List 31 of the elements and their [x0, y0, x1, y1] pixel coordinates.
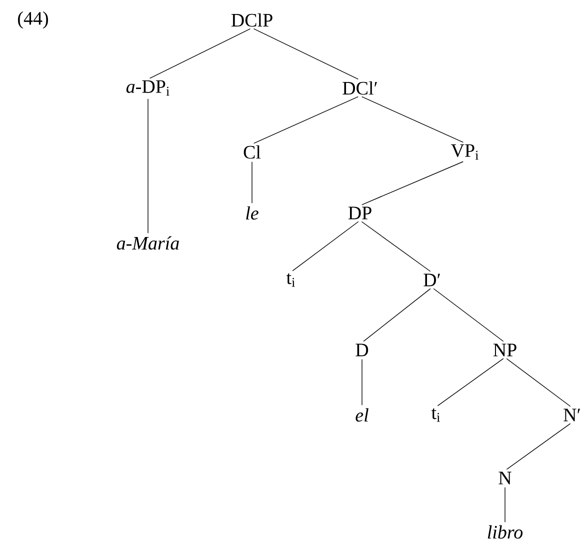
- example-number: (44): [18, 11, 48, 29]
- category-label: Cl: [244, 145, 261, 159]
- tree-branch: [504, 487, 506, 522]
- category-label: N′: [564, 408, 580, 422]
- tree-branch: [506, 358, 571, 407]
- category-label: NP: [493, 344, 516, 356]
- leaf-word: libro: [488, 525, 523, 539]
- leaf-word: le: [246, 206, 258, 220]
- tree-branch: [363, 288, 431, 342]
- category-label: DP: [348, 206, 372, 220]
- tree-branch: [361, 161, 464, 206]
- category-label: D: [356, 344, 368, 356]
- tree-branch: [253, 96, 359, 144]
- category-label: a-DP$_{i}$: [126, 80, 170, 96]
- leaf-word: a-María: [116, 236, 179, 250]
- category-label: D′: [424, 274, 440, 286]
- leaf-word: el: [356, 408, 368, 422]
- category-label: t$_{i}$: [286, 273, 295, 287]
- category-label: DClP: [231, 13, 272, 27]
- tree-branch: [149, 28, 251, 79]
- tree-branch: [433, 288, 504, 342]
- tree-branch: [253, 28, 359, 80]
- category-label: t$_{i}$: [431, 408, 440, 422]
- category-label: VP$_{i}$: [450, 144, 478, 160]
- tree-branch: [361, 221, 431, 272]
- tree-branch: [506, 423, 571, 470]
- tree-branch: [361, 96, 464, 143]
- category-label: N: [498, 472, 512, 484]
- tree-branch: [437, 358, 504, 406]
- category-label: DCl′: [342, 81, 377, 95]
- tree-branch: [292, 221, 359, 272]
